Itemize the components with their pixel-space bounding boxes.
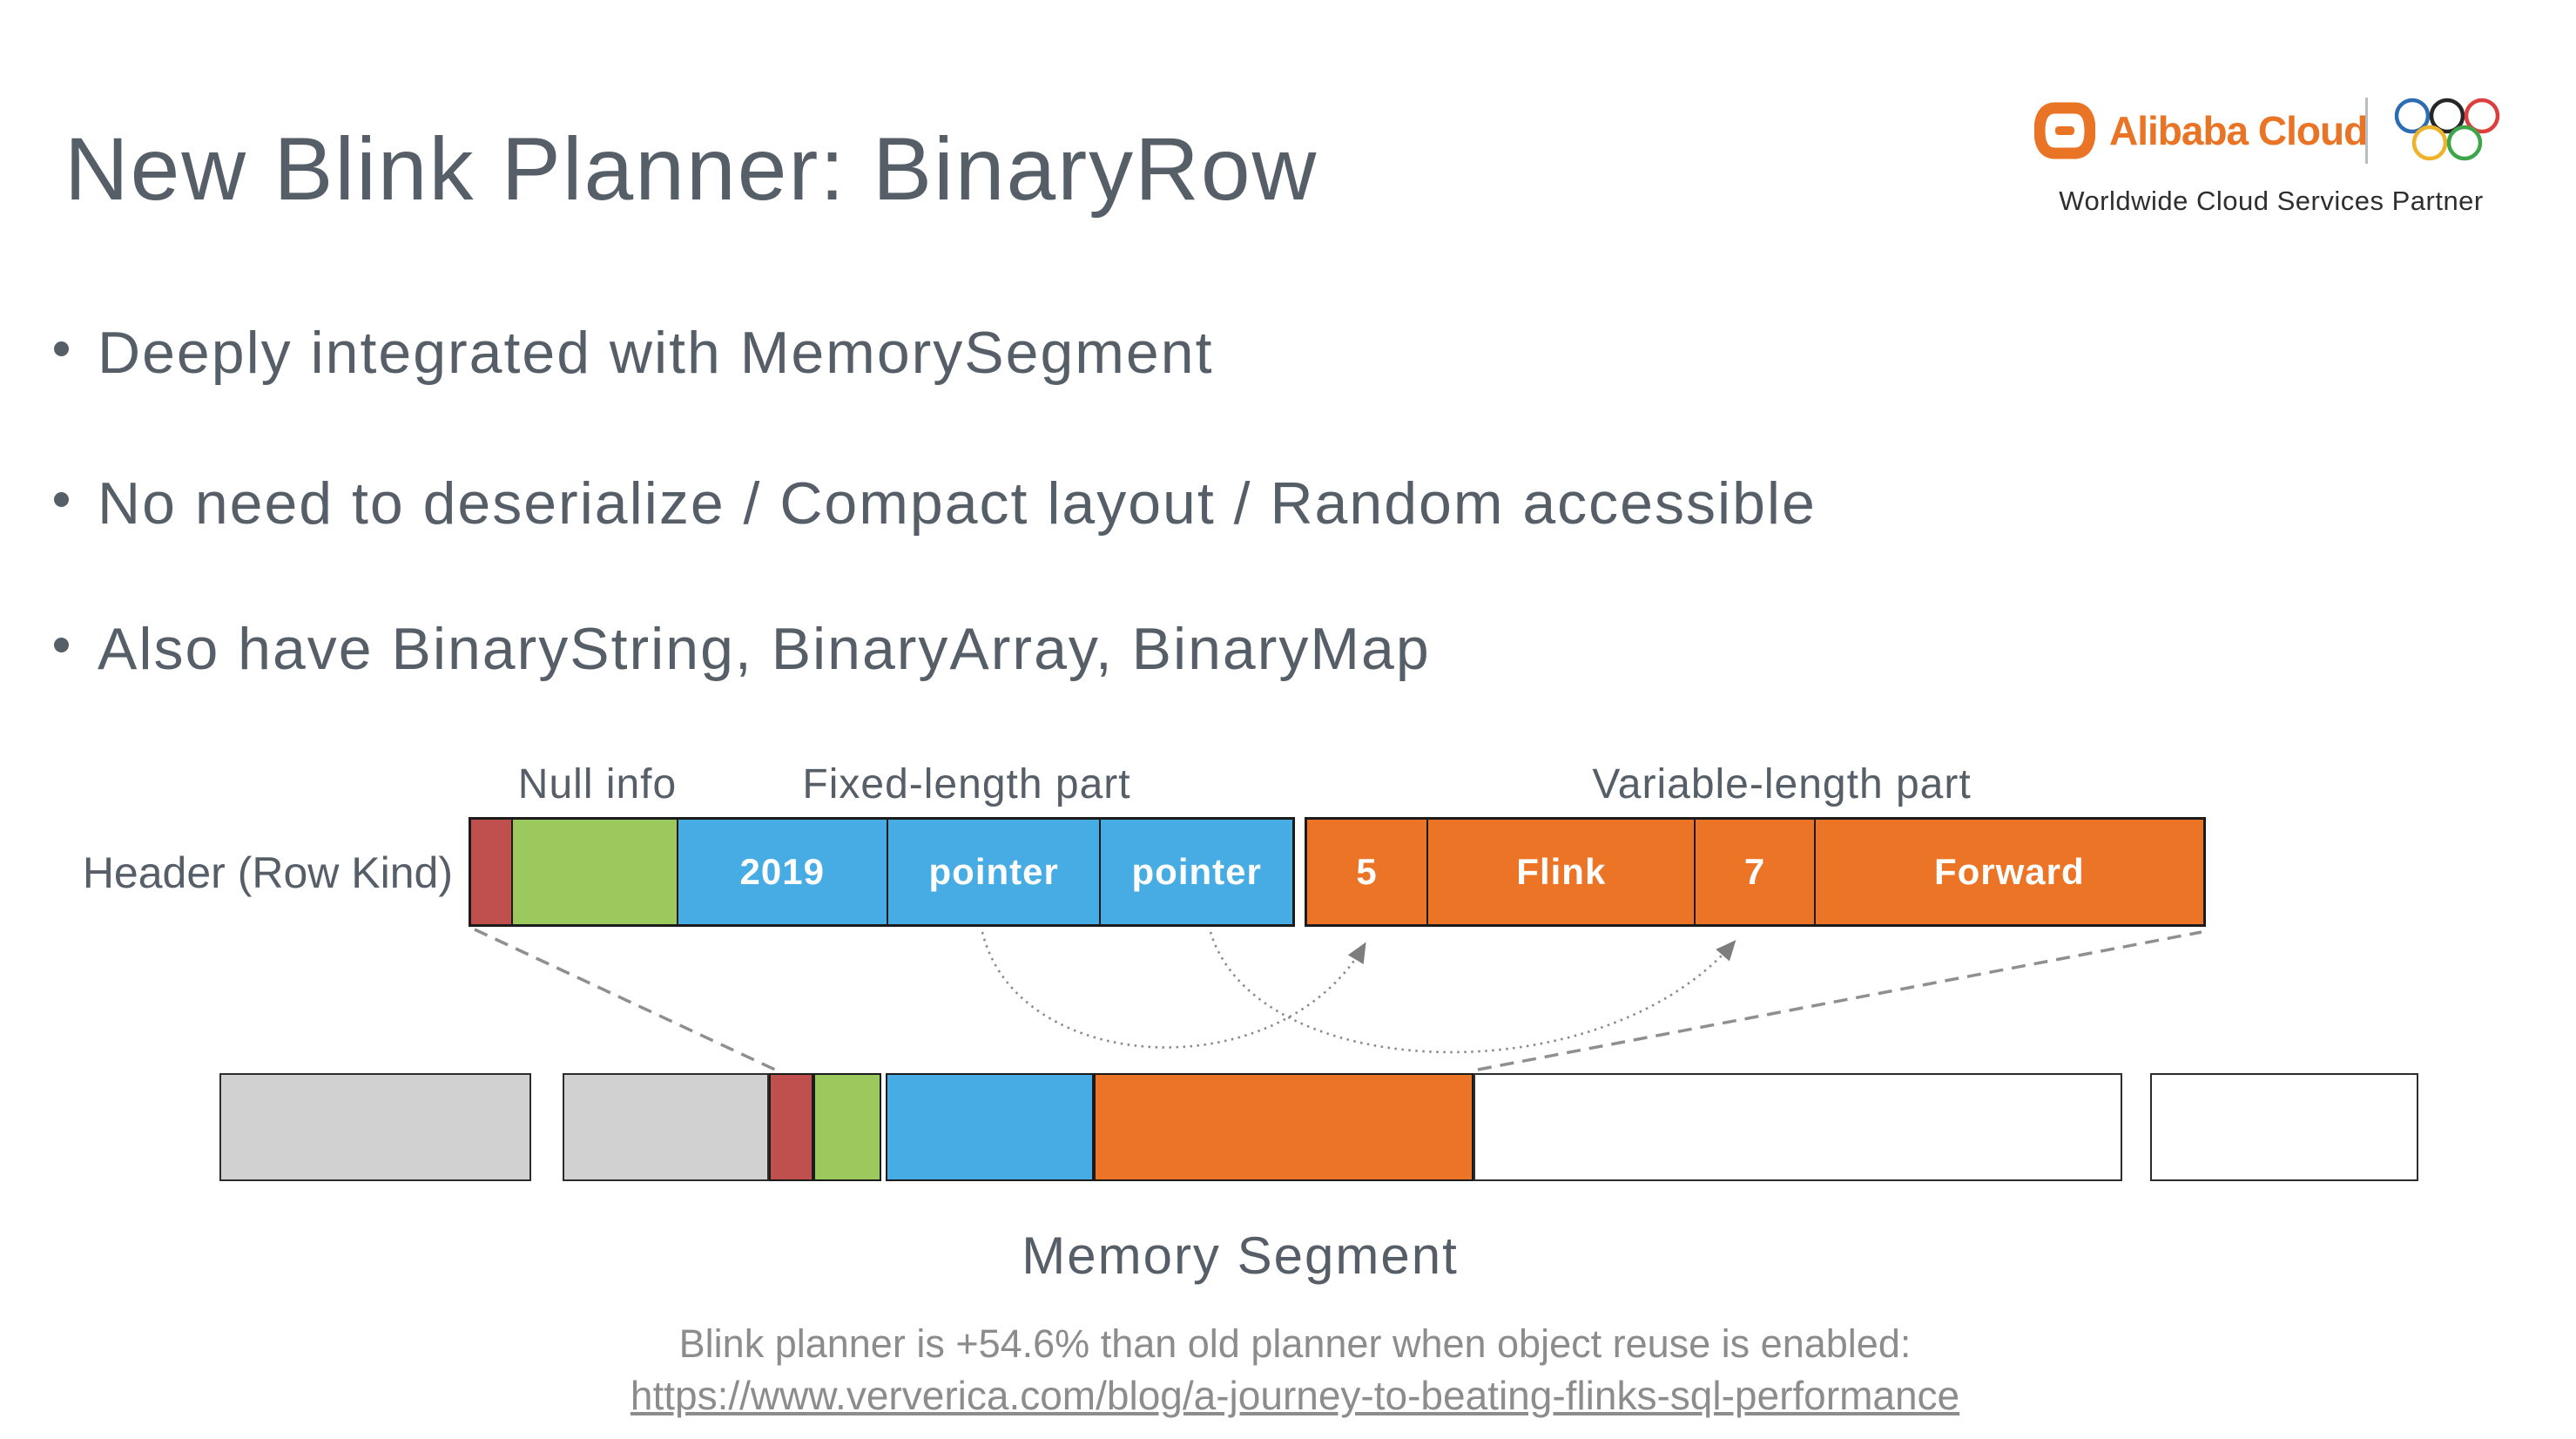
bullet-text: Also have BinaryString, BinaryArray, Bin… [98, 616, 1431, 682]
segment-row-kind [471, 820, 511, 924]
binary-row-variable-group: 5 Flink 7 Forward [1305, 817, 2206, 927]
segment-length-5: 5 [1307, 820, 1427, 924]
dashed-line-right [1477, 930, 2202, 1071]
bullet-icon [54, 637, 69, 652]
bullet-item: Also have BinaryString, BinaryArray, Bin… [54, 610, 1431, 688]
bullet-icon [54, 341, 69, 356]
memory-row-kind [769, 1073, 813, 1181]
segment-length-7: 7 [1694, 820, 1814, 924]
logo-divider [2365, 98, 2368, 164]
blog-link[interactable]: https://www.ververica.com/blog/a-journey… [630, 1373, 1960, 1418]
segment-pointer-2: pointer [1099, 820, 1292, 924]
bullet-text: Deeply integrated with MemorySegment [98, 320, 1214, 386]
bullet-icon [54, 491, 69, 507]
segment-forward: Forward [1813, 820, 2203, 924]
memory-block-gray-2 [563, 1073, 769, 1181]
olympic-rings-icon [2394, 98, 2500, 161]
segment-flink: Flink [1426, 820, 1695, 924]
performance-caption: Blink planner is +54.6% than old planner… [678, 1321, 1912, 1366]
memory-block-white-2 [2150, 1073, 2418, 1181]
pointer-arrow-2 [1209, 931, 1736, 1054]
logo-tagline: Worldwide Cloud Services Partner [2059, 186, 2484, 216]
label-null-info: Null info [517, 761, 678, 807]
bullet-item: Deeply integrated with MemorySegment [54, 314, 1213, 392]
bullet-text: No need to deserialize / Compact layout … [98, 470, 1817, 537]
label-variable-length-part: Variable-length part [1592, 761, 1972, 807]
header-row-kind-label: Header (Row Kind) [82, 848, 453, 897]
memory-fixed-part [886, 1073, 1094, 1181]
memory-block-gray-1 [219, 1073, 531, 1181]
pointer-arrow-1 [981, 931, 1366, 1049]
memory-variable-part [1094, 1073, 1473, 1181]
memory-block-white-1 [1473, 1073, 2122, 1181]
memory-segment-label: Memory Segment [1022, 1226, 1459, 1285]
segment-null-info [510, 820, 677, 924]
segment-pointer-1: pointer [886, 820, 1100, 924]
binary-row-fixed-group: 2019 pointer pointer [469, 817, 1295, 927]
memory-null-info [813, 1073, 881, 1181]
dashed-line-left [474, 928, 776, 1071]
alibaba-cloud-logo-icon [2034, 102, 2095, 159]
alibaba-cloud-brand: Alibaba Cloud [2109, 108, 2368, 153]
bullet-item: No need to deserialize / Compact layout … [54, 464, 1817, 543]
page-title: New Blink Planner: BinaryRow [64, 119, 1318, 219]
label-fixed-length-part: Fixed-length part [802, 761, 1131, 807]
segment-2019: 2019 [676, 820, 887, 924]
